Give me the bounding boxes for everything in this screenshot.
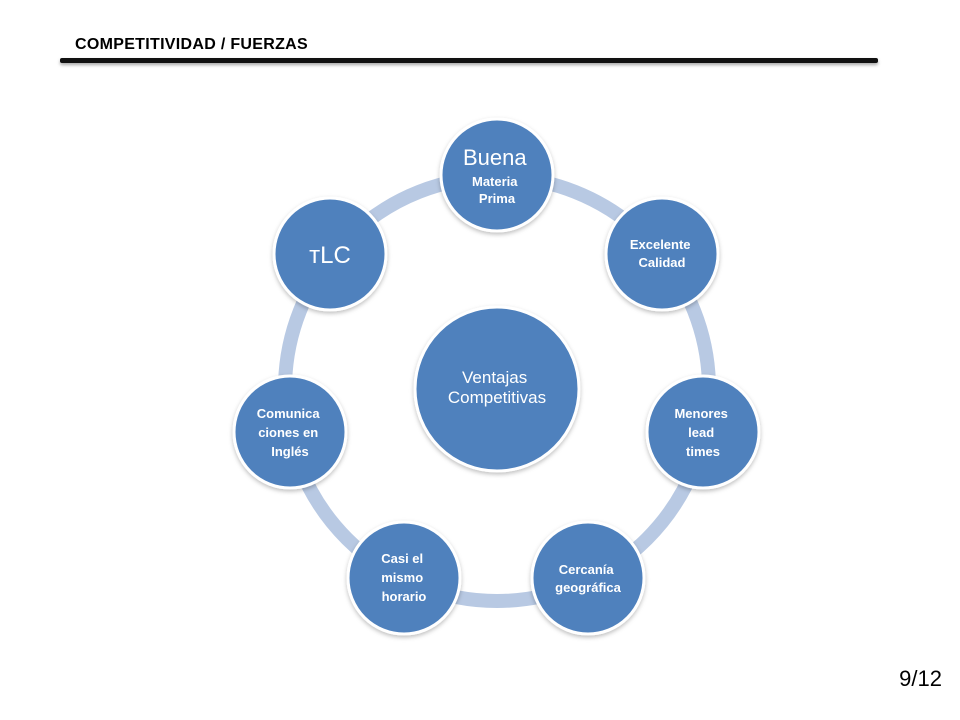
page-title: COMPETITIVIDAD / FUERZAS — [75, 36, 308, 53]
node-casi-mismo-horario: Casi el mismo horario — [346, 520, 462, 636]
node-cercania-line-2: geográfica — [555, 580, 622, 595]
page-number: 9/12 — [899, 666, 942, 691]
svg-text:тLC: тLC — [309, 242, 351, 269]
svg-text:Buena Materia Prim: Buena Materia Prima — [463, 145, 531, 206]
node-menores-line-2: lead — [688, 425, 714, 440]
svg-text:Casi el mismo hora: Casi el mismo horario — [381, 551, 427, 604]
center-node: Ventajas Competitivas — [413, 305, 581, 473]
node-buena-line-3: Prima — [479, 191, 516, 206]
node-excelente-line-2: Calidad — [639, 255, 686, 270]
node-tlc: тLC — [272, 196, 388, 312]
node-menores-line-1: Menores — [674, 406, 727, 421]
title-underline — [60, 58, 878, 63]
svg-text:Comunica ciones en: Comunica ciones en Inglés — [257, 406, 323, 459]
svg-text:Menores lead times: Menores lead times — [674, 406, 731, 459]
node-casi-line-3: horario — [382, 589, 427, 604]
node-buena-line-2: Materia — [472, 174, 518, 189]
node-excelente-line-1: Excelente — [630, 237, 691, 252]
center-label-line-2: Competitivas — [448, 388, 546, 407]
node-comunicaciones-line-1: Comunica — [257, 406, 321, 421]
node-comunicaciones-line-2: ciones en — [258, 425, 318, 440]
node-cercania-geografica: Cercanía geográfica — [530, 520, 646, 636]
node-comunicaciones-ingles: Comunica ciones en Inglés — [232, 374, 348, 490]
svg-text:Cercanía geográfica: Cercanía geográfica — [555, 562, 622, 595]
node-excelente-calidad: Excelente Calidad — [604, 196, 720, 312]
node-comunicaciones-line-3: Inglés — [271, 444, 309, 459]
center-label-line-1: Ventajas — [462, 368, 527, 387]
node-casi-line-2: mismo — [381, 570, 423, 585]
node-casi-line-1: Casi el — [381, 551, 423, 566]
node-tlc-label: тLC — [309, 242, 351, 269]
node-menores-line-3: times — [686, 444, 720, 459]
node-buena-title: Buena — [463, 145, 527, 170]
svg-text:Ventajas Competitivas: Ventajas Competitivas — [448, 368, 546, 407]
node-buena-materia-prima: Buena Materia Prima — [439, 117, 555, 233]
node-cercania-line-1: Cercanía — [559, 562, 615, 577]
svg-text:Excelente Calidad: Excelente Calidad — [630, 237, 694, 270]
node-menores-lead-times: Menores lead times — [645, 374, 761, 490]
